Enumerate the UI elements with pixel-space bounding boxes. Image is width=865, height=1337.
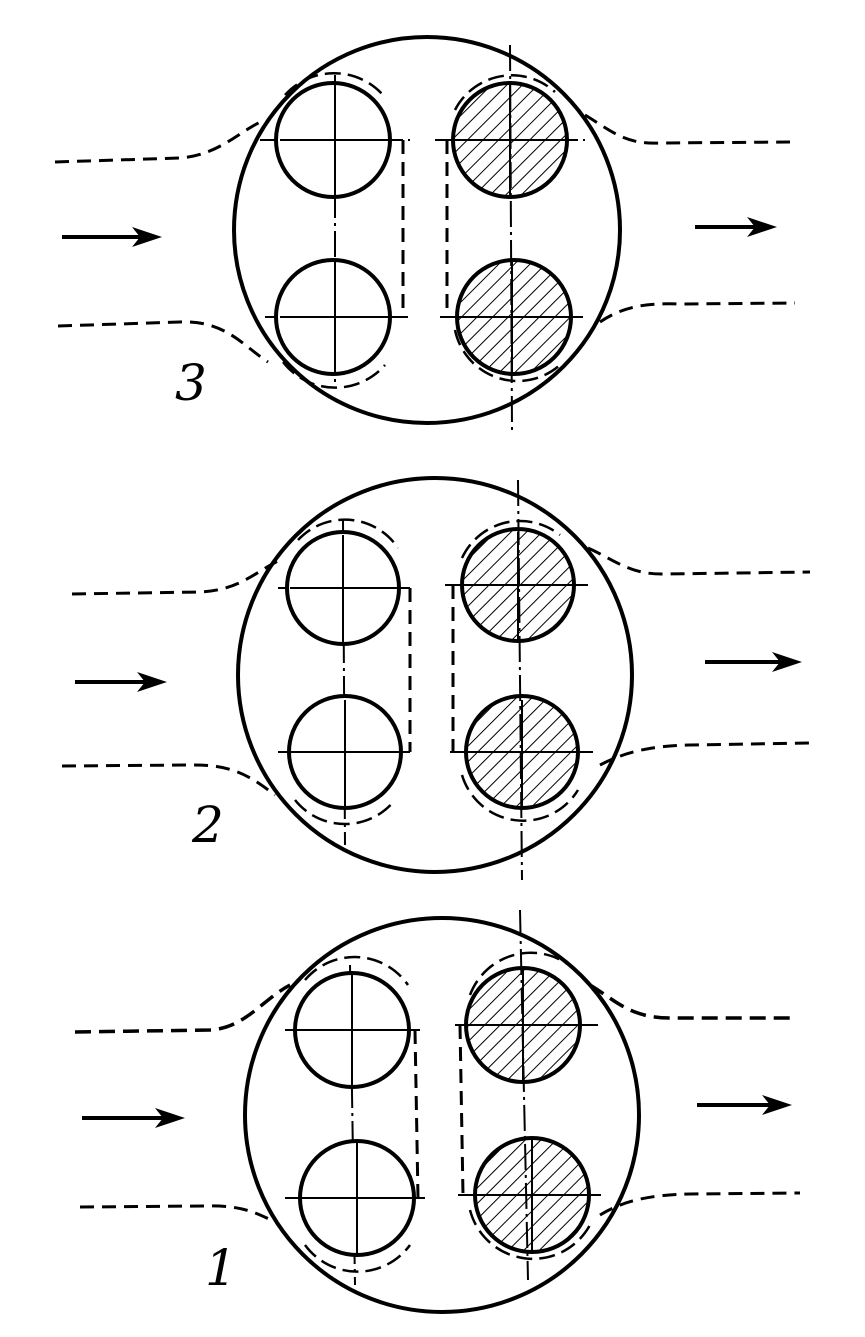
inlet-arrow (75, 672, 167, 692)
dashed-connections (401, 140, 449, 317)
port-crosshairs (280, 85, 572, 372)
housing-circle (243, 916, 641, 1314)
port-crosshairs (290, 532, 578, 808)
dashed-connections (413, 1024, 465, 1199)
outlet-arrow (695, 217, 777, 237)
inlet-streamline-bottom (79, 1204, 276, 1224)
outlet-streamline-bottom (599, 1191, 801, 1217)
housing-circle (236, 476, 634, 874)
inlet-arrow (62, 227, 162, 247)
diagram-1: 1 (74, 909, 801, 1314)
outlet-arrow (697, 1095, 792, 1115)
outlet-streamline-top (584, 113, 791, 145)
inlet-streamline-bottom (61, 763, 276, 797)
outlet-streamline-bottom (599, 301, 796, 324)
inlet-arrow (82, 1108, 185, 1128)
dashed-rings (294, 518, 580, 826)
diagram-label: 1 (205, 1239, 237, 1297)
inlet-streamline-top (71, 558, 281, 596)
outlet-arrow (705, 652, 802, 672)
dashed-connections (408, 585, 455, 752)
inlet-streamline-top (54, 118, 266, 164)
diagram-3: 3 (54, 35, 796, 431)
inlet-streamline-top (74, 983, 291, 1034)
diagram-label: 3 (175, 354, 207, 412)
diagram-label: 2 (191, 796, 224, 854)
outlet-streamline-bottom (599, 741, 811, 767)
inlet-streamline-bottom (57, 320, 269, 364)
outlet-streamline-top (589, 983, 795, 1020)
dashed-rings (303, 951, 592, 1273)
dashed-rings (282, 72, 561, 389)
diagram-2: 2 (61, 476, 811, 881)
outlet-streamline-top (587, 546, 811, 576)
port-crosshairs (297, 970, 587, 1253)
housing-circle (232, 35, 622, 425)
